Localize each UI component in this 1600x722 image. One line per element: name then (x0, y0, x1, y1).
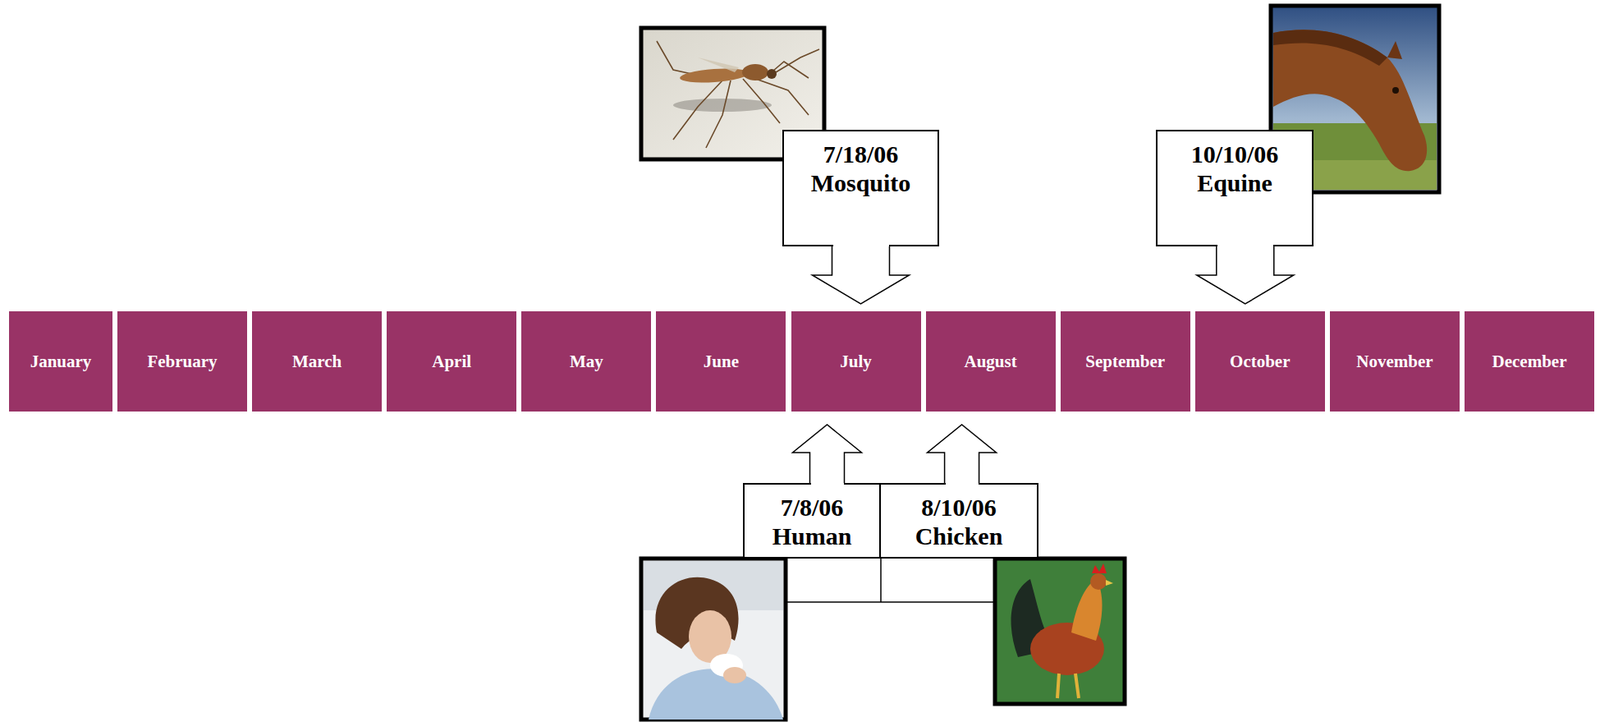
species-label: Equine (1196, 168, 1273, 198)
shirt (648, 668, 784, 720)
bracket-line (785, 600, 995, 603)
month-cell: January (9, 311, 113, 412)
month-label: August (963, 351, 1017, 372)
mosquito-thorax (742, 64, 769, 81)
mosquito-abdomen (679, 66, 750, 85)
date-label: 7/18/06 (823, 139, 899, 169)
mosquito-wing (697, 57, 739, 73)
month-label: September (1085, 351, 1165, 372)
date-label: 8/10/06 (921, 492, 997, 522)
month-label: December (1492, 351, 1568, 372)
month-cell: September (1060, 311, 1191, 412)
comb (1091, 563, 1107, 574)
month-label: April (431, 351, 472, 372)
callout-box: 10/10/06Equine (1155, 129, 1314, 247)
month-cell: May (521, 311, 652, 412)
month-cell: November (1329, 311, 1460, 412)
horse-eye (1392, 87, 1399, 94)
species-label: Chicken (915, 521, 1004, 551)
hand (723, 666, 747, 684)
month-cell: July (791, 311, 922, 412)
callout-box: 8/10/06Chicken (879, 482, 1039, 559)
bracket-line (880, 558, 882, 602)
month-cell: April (386, 311, 517, 412)
mosquito-head (766, 68, 777, 79)
border-gap (1217, 244, 1274, 247)
month-label: June (703, 351, 739, 372)
month-cell: August (926, 311, 1056, 412)
date-label: 7/8/06 (780, 492, 844, 522)
beak (1105, 579, 1114, 586)
bracket-lines (785, 558, 995, 602)
photo-frame (641, 558, 786, 720)
month-cell: February (117, 311, 248, 412)
horse-ear (1387, 41, 1403, 60)
border-gap (945, 482, 979, 485)
head (1090, 573, 1107, 590)
mosquito-shadow (673, 98, 772, 112)
month-cell: December (1464, 311, 1595, 412)
month-cell: March (252, 311, 382, 412)
month-label: May (569, 351, 604, 372)
date-label: 10/10/06 (1191, 139, 1280, 169)
month-cell: October (1195, 311, 1325, 412)
month-label: July (839, 351, 872, 372)
horse-mane (1273, 29, 1388, 66)
callout-box: 7/8/06Human (742, 482, 881, 559)
month-label: March (292, 351, 342, 372)
month-cell: June (655, 311, 786, 412)
chicken-photo (994, 558, 1125, 704)
legs (1057, 673, 1079, 698)
photo-frame (994, 558, 1125, 704)
month-label: October (1229, 351, 1290, 372)
border-gap (833, 244, 890, 247)
month-label: November (1356, 351, 1433, 372)
callout-box: 7/18/06Mosquito (782, 129, 940, 247)
border-gap (811, 482, 844, 485)
block-arrow (812, 246, 910, 304)
month-label: February (146, 351, 217, 372)
block-arrow (793, 424, 862, 483)
species-label: Human (772, 521, 853, 551)
species-label: Mosquito (811, 168, 912, 198)
block-arrow (1196, 246, 1294, 304)
human-photo (641, 558, 786, 720)
block-arrow (927, 424, 997, 483)
month-label: January (30, 351, 92, 372)
